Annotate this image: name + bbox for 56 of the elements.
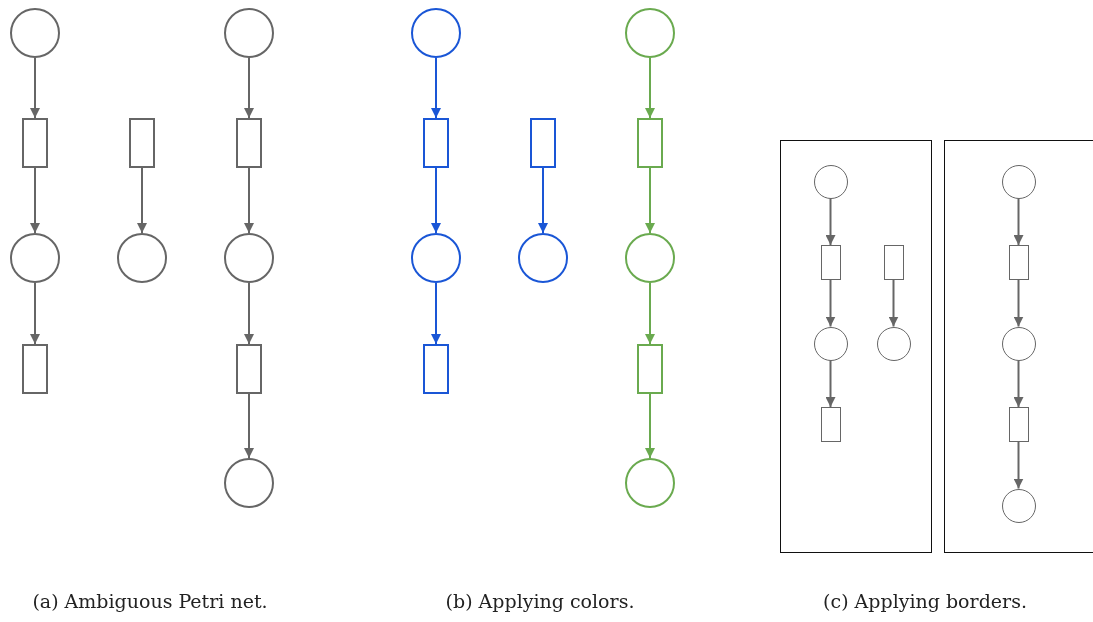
- transition-rect: [1008, 407, 1029, 442]
- arrow: [244, 167, 254, 234]
- transition-rect: [22, 344, 48, 394]
- place-circle: [625, 233, 675, 283]
- arrow: [825, 359, 836, 408]
- place-circle: [518, 233, 568, 283]
- transition-rect: [423, 118, 449, 168]
- arrow: [1013, 279, 1024, 328]
- place-circle: [625, 8, 675, 58]
- transition-rect: [1008, 245, 1029, 280]
- arrow: [645, 393, 655, 459]
- arrow: [431, 57, 441, 119]
- place-circle: [117, 233, 167, 283]
- transition-rect: [236, 118, 262, 168]
- figure-caption: (b) Applying colors.: [445, 590, 635, 612]
- arrow: [244, 393, 254, 459]
- transition-rect: [22, 118, 48, 168]
- figure-caption: (a) Ambiguous Petri net.: [32, 590, 268, 612]
- arrow: [431, 282, 441, 345]
- arrow: [30, 167, 40, 234]
- place-circle: [224, 233, 274, 283]
- arrow: [888, 279, 899, 328]
- transition-rect: [129, 118, 155, 168]
- place-circle: [224, 458, 274, 508]
- arrow: [538, 167, 548, 234]
- place-circle: [10, 8, 60, 58]
- place-circle: [10, 233, 60, 283]
- transition-rect: [883, 245, 904, 280]
- arrow: [30, 282, 40, 345]
- place-circle: [224, 8, 274, 58]
- transition-rect: [820, 407, 841, 442]
- border-frame: [944, 140, 1093, 553]
- arrow: [645, 57, 655, 119]
- arrow: [825, 197, 836, 246]
- place-circle: [625, 458, 675, 508]
- transition-rect: [423, 344, 449, 394]
- arrow: [244, 282, 254, 345]
- arrow: [645, 282, 655, 345]
- transition-rect: [236, 344, 262, 394]
- arrow: [137, 167, 147, 234]
- transition-rect: [637, 118, 663, 168]
- arrow: [431, 167, 441, 234]
- figure-caption: (c) Applying borders.: [823, 590, 1027, 612]
- arrow: [1013, 359, 1024, 408]
- place-circle: [411, 233, 461, 283]
- border-frame: [780, 140, 932, 553]
- arrow: [1013, 441, 1024, 490]
- arrow: [244, 57, 254, 119]
- arrow: [1013, 197, 1024, 246]
- transition-rect: [820, 245, 841, 280]
- arrow: [825, 279, 836, 328]
- transition-rect: [530, 118, 556, 168]
- place-circle: [411, 8, 461, 58]
- transition-rect: [637, 344, 663, 394]
- arrow: [30, 57, 40, 119]
- arrow: [645, 167, 655, 234]
